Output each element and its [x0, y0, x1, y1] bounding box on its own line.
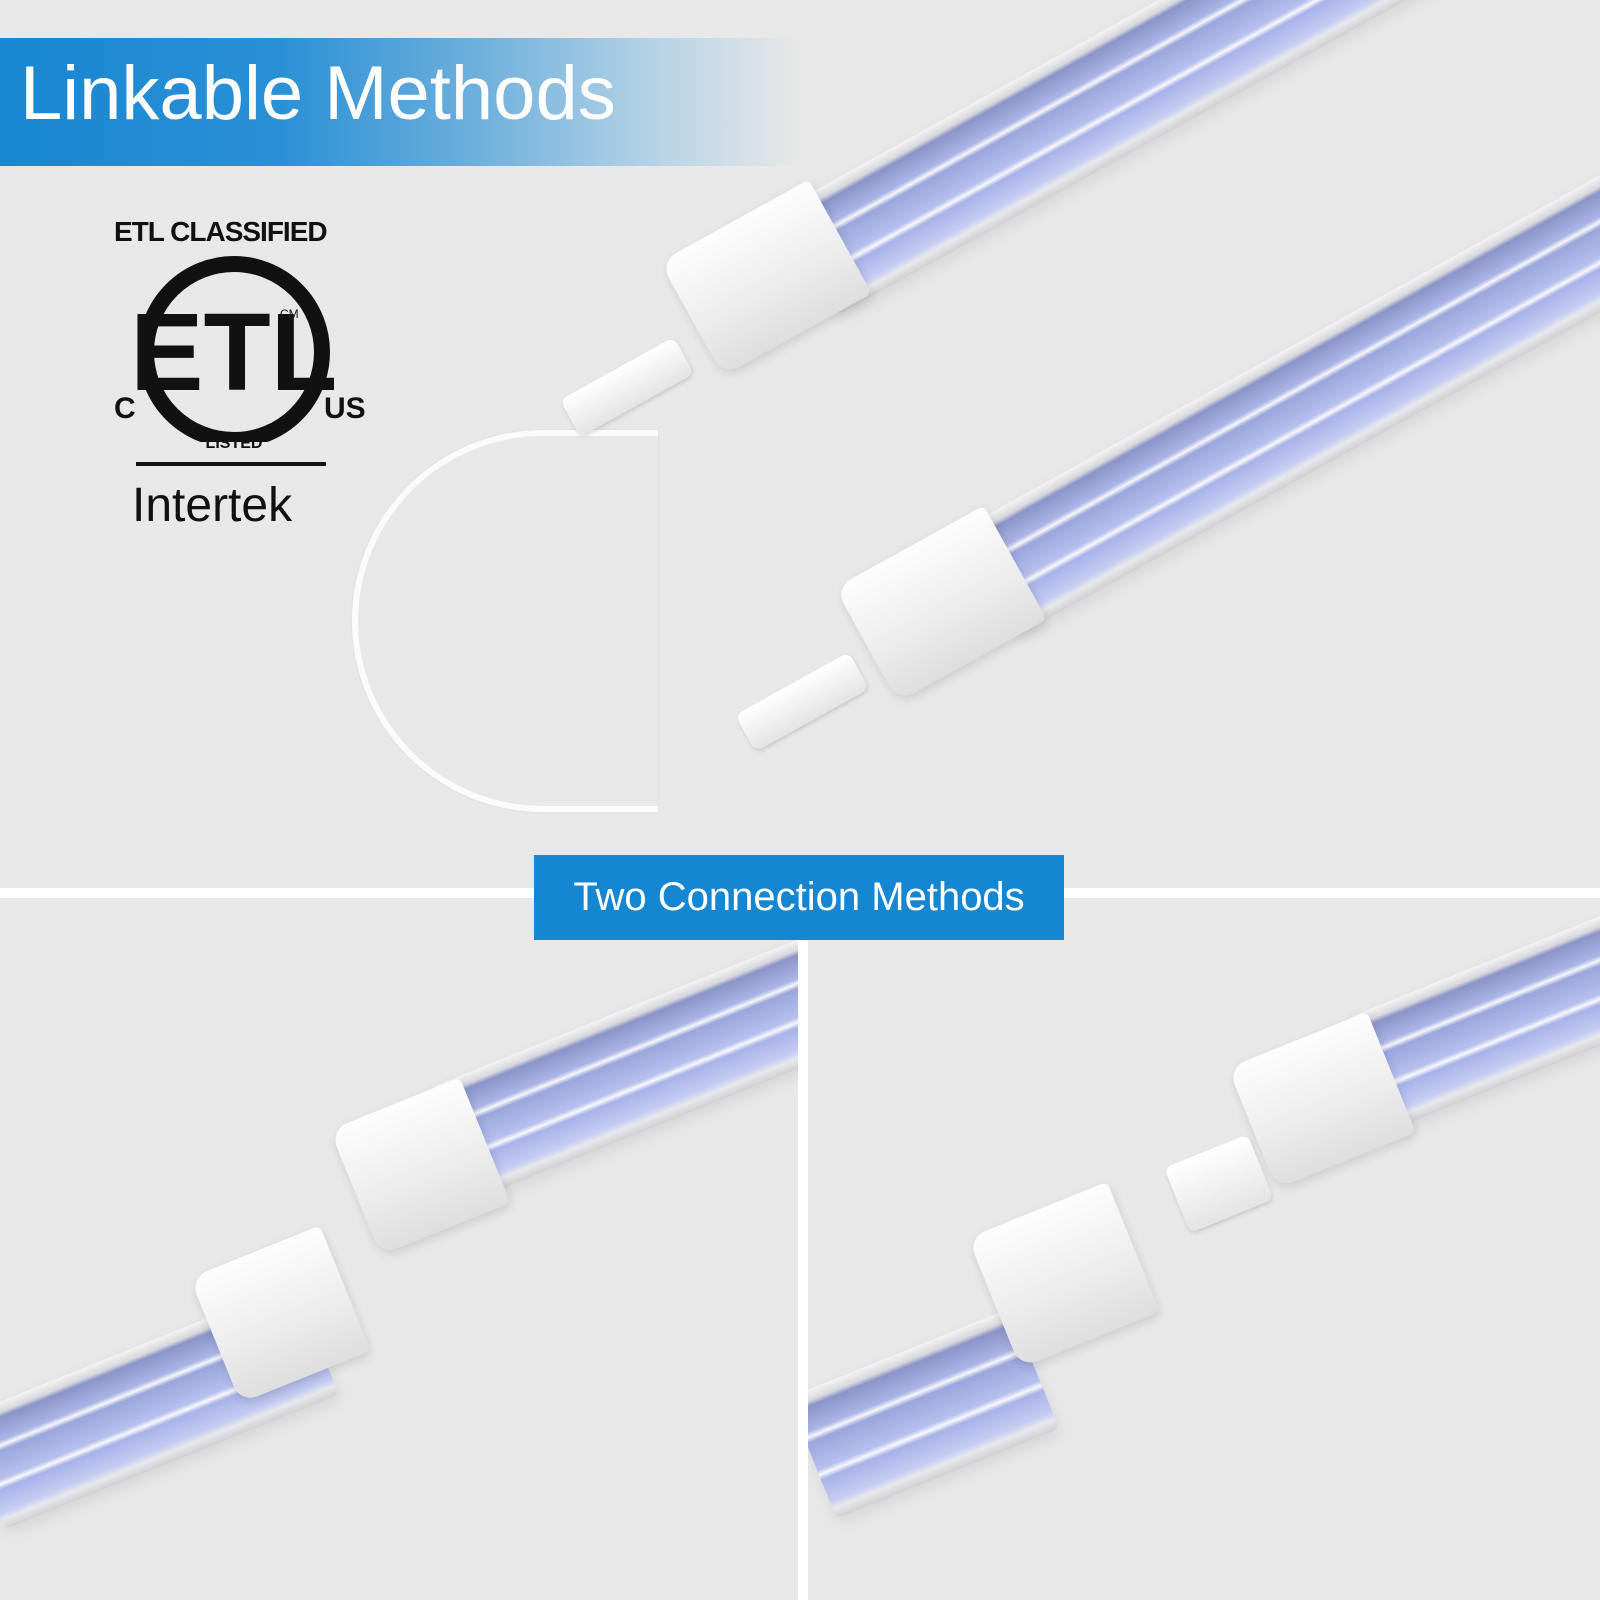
- etl-mark-icon: ETL CM LISTED: [134, 256, 334, 452]
- title-banner: [0, 38, 800, 166]
- etl-letters: ETL: [134, 291, 334, 414]
- intertek-brand: Intertek: [132, 479, 293, 532]
- etl-certification-logo: ETL CLASSIFIED ETL CM LISTED C US Intert…: [100, 210, 380, 532]
- top-panel-cable-linking: Linkable Methods ETL CLASSIFIED ETL CM L…: [0, 0, 1600, 888]
- canada-label: C: [114, 392, 136, 425]
- connection-methods-banner: Two Connection Methods: [534, 855, 1064, 940]
- cm-mark: CM: [280, 307, 299, 321]
- us-label: US: [324, 392, 366, 425]
- led-tube-lower: [960, 142, 1600, 635]
- page-title: Linkable Methods: [20, 51, 616, 136]
- divider-line: [136, 462, 326, 466]
- cable-plug-upper: [560, 336, 695, 437]
- etl-classified-label: ETL CLASSIFIED: [114, 216, 328, 247]
- tube-connector: [1164, 1134, 1274, 1233]
- bottom-left-panel-direct-linking: [0, 898, 798, 1600]
- connection-methods-label: Two Connection Methods: [573, 875, 1025, 919]
- linking-cable: [352, 430, 658, 812]
- bottom-right-panel-connector-linking: [808, 898, 1600, 1600]
- listed-label: LISTED: [206, 435, 263, 452]
- cable-plug-lower: [735, 651, 870, 752]
